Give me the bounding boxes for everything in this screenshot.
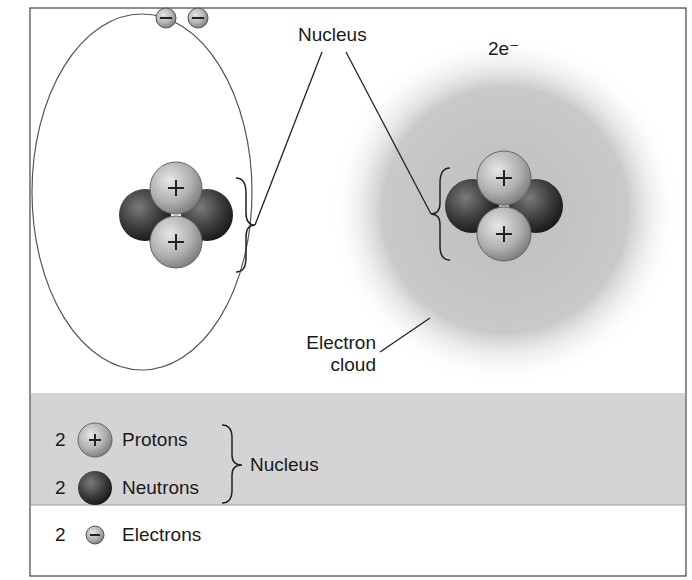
electron-icon bbox=[86, 526, 104, 544]
legend-band bbox=[31, 393, 685, 505]
proton-icon bbox=[78, 423, 112, 457]
neutron-icon bbox=[78, 471, 112, 505]
legend-text: Protons bbox=[122, 429, 187, 451]
count-number: 2 bbox=[55, 477, 66, 499]
leader-line bbox=[346, 52, 431, 214]
bracket bbox=[431, 168, 450, 260]
group-label: Nucleus bbox=[250, 454, 319, 476]
bracket bbox=[222, 425, 242, 503]
charge-label: 2e⁻ bbox=[488, 38, 519, 60]
count-number: 2 bbox=[55, 429, 66, 451]
electron-cloud bbox=[330, 35, 680, 385]
electron-orbit bbox=[32, 14, 252, 370]
bracket bbox=[236, 178, 255, 272]
callout-label: Nucleus bbox=[298, 24, 367, 46]
leader-line bbox=[255, 52, 322, 225]
nucleus-symbol bbox=[445, 151, 563, 261]
band-edge bbox=[31, 505, 685, 506]
electron-symbol bbox=[156, 8, 208, 28]
callout-label: Electron cloud bbox=[286, 332, 376, 376]
legend-text: Electrons bbox=[122, 524, 201, 546]
count-number: 2 bbox=[55, 524, 66, 546]
legend-text: Neutrons bbox=[122, 477, 199, 499]
leader-line bbox=[380, 318, 430, 352]
nucleus-symbol bbox=[119, 162, 233, 268]
frame bbox=[30, 8, 686, 576]
